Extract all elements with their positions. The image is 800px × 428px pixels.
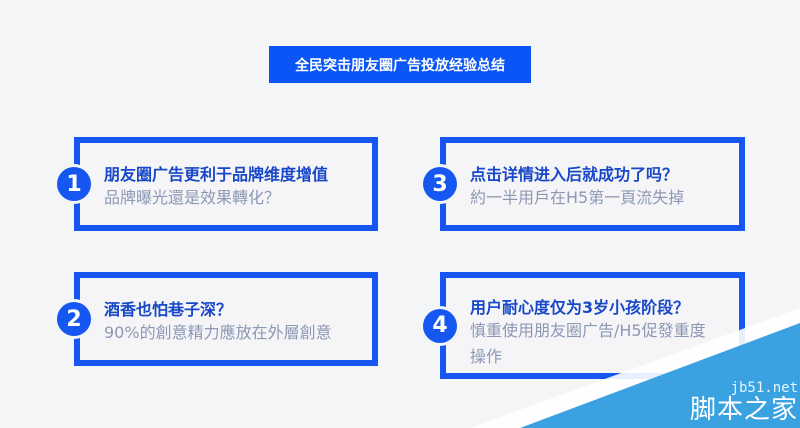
- number-badge-1: 1: [57, 167, 91, 201]
- page-title-banner: 全民突击朋友圈广告投放经验总结: [269, 46, 531, 83]
- watermark-name: 脚本之家: [689, 395, 798, 425]
- watermark-corner: [520, 323, 800, 428]
- page-title: 全民突击朋友圈广告投放经验总结: [295, 57, 505, 74]
- card-title: 朋友圈广告更利于品牌维度增值: [104, 165, 329, 184]
- number-badge-4: 4: [423, 308, 457, 343]
- card-subtitle: 90%的創意精力應放在外層創意: [104, 323, 332, 342]
- card-subtitle: 品牌曝光還是效果轉化？: [104, 188, 281, 207]
- watermark-url: jb51.net: [730, 380, 798, 396]
- card-subtitle: 約一半用戶在H5第一頁流失掉: [470, 188, 685, 207]
- number-badge-3: 3: [423, 167, 457, 201]
- number-badge-2: 2: [57, 302, 91, 336]
- tip-card-2: 2 酒香也怕巷子深？ 90%的創意精力應放在外層創意: [57, 272, 378, 366]
- card-title: 点击详情进入后就成功了吗？: [470, 165, 679, 184]
- card-title: 酒香也怕巷子深？: [104, 300, 233, 319]
- tip-card-3: 3 点击详情进入后就成功了吗？ 約一半用戶在H5第一頁流失掉: [423, 137, 745, 231]
- tip-card-1: 1 朋友圈广告更利于品牌维度增值 品牌曝光還是效果轉化？: [57, 137, 378, 231]
